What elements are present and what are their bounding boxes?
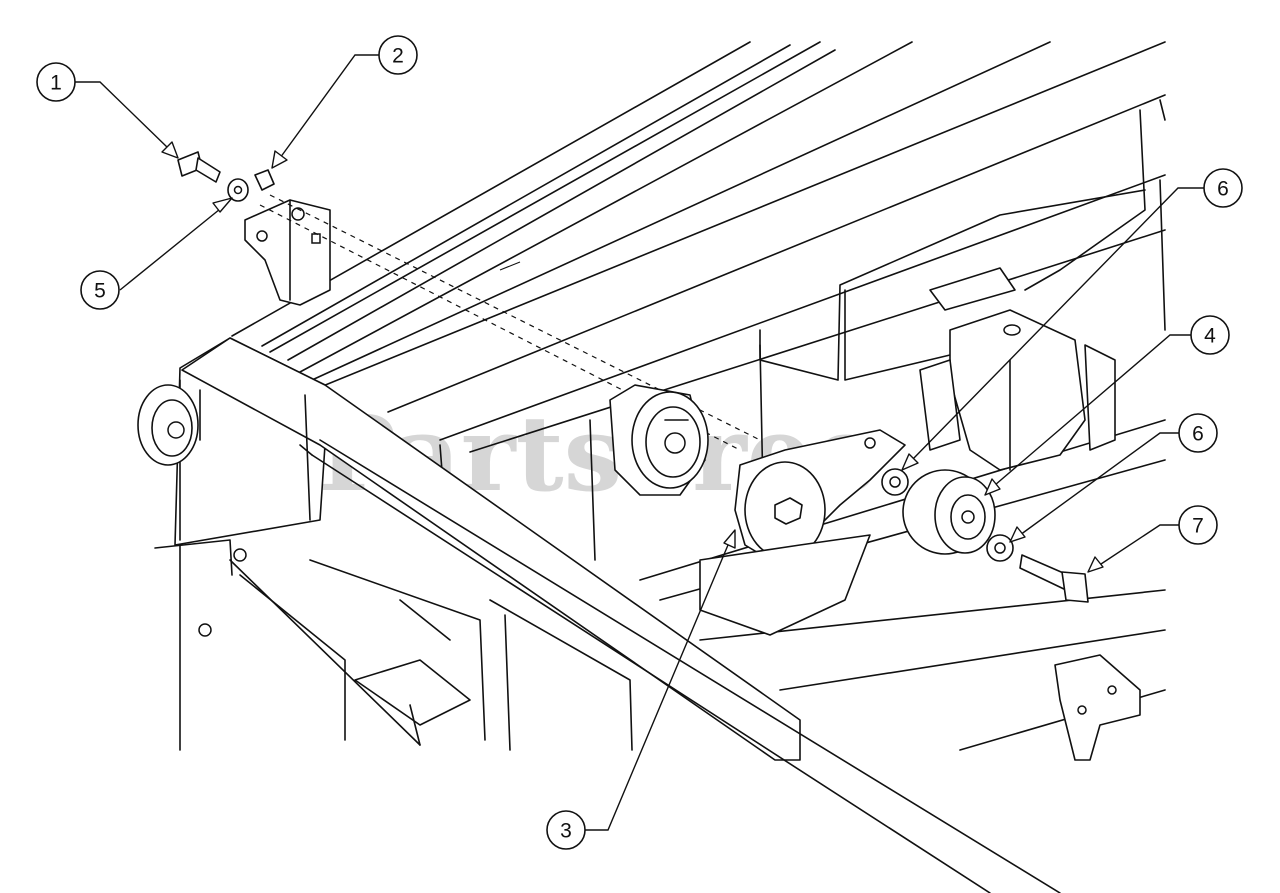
callout-3-label: 3 xyxy=(560,820,572,843)
hardware-washer-5 xyxy=(227,178,249,202)
callout-7[interactable]: 7 xyxy=(1178,505,1218,545)
right-idler-bracket xyxy=(919,267,1116,471)
hardware-washer-6-lower xyxy=(986,534,1014,562)
callout-4-label: 4 xyxy=(1204,325,1216,348)
hardware-washer-6-upper xyxy=(881,468,909,496)
callout-6-upper-label: 6 xyxy=(1217,178,1229,201)
callout-6-lower-label: 6 xyxy=(1192,423,1204,446)
upper-rails xyxy=(231,41,1166,453)
lower-left-frame xyxy=(154,539,633,751)
hardware-nut-2 xyxy=(254,169,275,191)
belt-path xyxy=(259,194,761,451)
callout-2-label: 2 xyxy=(392,45,404,68)
callout-5[interactable]: 5 xyxy=(80,270,120,310)
front-cross-member xyxy=(174,337,1061,893)
idler-arm xyxy=(699,429,906,636)
right-idler-pulley xyxy=(902,469,996,555)
lower-right-frame xyxy=(639,419,1166,761)
callout-4[interactable]: 4 xyxy=(1190,315,1230,355)
callout-7-label: 7 xyxy=(1192,515,1204,538)
callout-1[interactable]: 1 xyxy=(36,62,76,102)
left-end-wheel xyxy=(137,384,199,466)
hardware-bolt-1 xyxy=(177,151,221,183)
idler-mount-bracket xyxy=(244,199,331,306)
callout-2[interactable]: 2 xyxy=(378,35,418,75)
callout-6-lower[interactable]: 6 xyxy=(1178,413,1218,453)
callout-3[interactable]: 3 xyxy=(546,810,586,850)
callout-6-upper[interactable]: 6 xyxy=(1203,168,1243,208)
callout-5-label: 5 xyxy=(94,280,106,303)
hardware-bolt-7 xyxy=(1019,554,1089,603)
callout-1-label: 1 xyxy=(50,72,62,95)
center-idler-pulley xyxy=(609,384,709,496)
